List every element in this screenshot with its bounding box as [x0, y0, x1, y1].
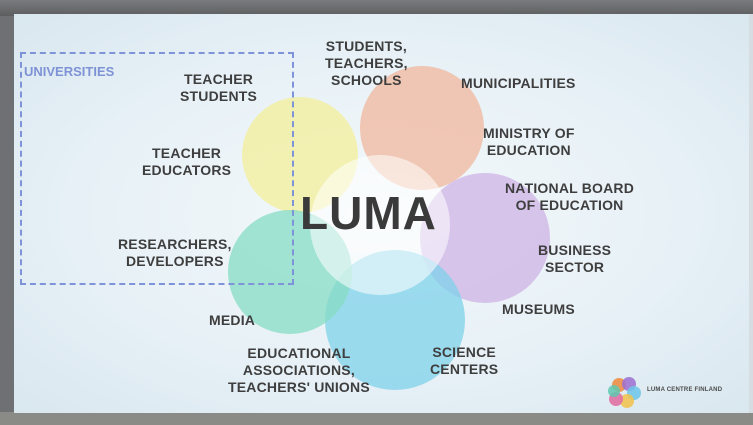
logo-dot — [620, 394, 634, 408]
node-media: MEDIA — [209, 312, 256, 328]
petal-purple — [420, 173, 550, 303]
node-ministry-of-education: MINISTRY OF EDUCATION — [483, 125, 575, 158]
petal-center-glow — [310, 155, 450, 295]
universities-group-box — [20, 52, 294, 285]
node-educational-associations: EDUCATIONAL ASSOCIATIONS, TEACHERS' UNIO… — [228, 345, 370, 395]
projector-frame-top — [0, 0, 753, 16]
luma-logo-icon — [608, 377, 641, 408]
node-science-centers: SCIENCE CENTERS — [430, 344, 499, 377]
node-national-board-of-education: NATIONAL BOARD OF EDUCATION — [505, 180, 635, 213]
logo-text: LUMA CENTRE FINLAND — [647, 387, 723, 393]
node-municipalities: MUNICIPALITIES — [461, 75, 576, 91]
petal-diagram — [228, 66, 550, 390]
node-business-sector: BUSINESS SECTOR — [538, 242, 612, 275]
node-researchers-developers: RESEARCHERS, DEVELOPERS — [118, 236, 232, 269]
node-teacher-educators: TEACHER EDUCATORS — [142, 145, 232, 178]
slide-edge — [747, 14, 753, 413]
node-students-teachers-schools: STUDENTS, TEACHERS, SCHOOLS — [325, 38, 408, 88]
slide: UNIVERSITIES LUMA STUDENTS, TEACHERS, SC… — [14, 14, 749, 413]
node-teacher-students: TEACHER STUDENTS — [180, 71, 258, 104]
node-museums: MUSEUMS — [502, 301, 575, 317]
center-label: LUMA — [300, 187, 437, 239]
universities-label: UNIVERSITIES — [24, 64, 115, 79]
projector-frame-bottom — [0, 412, 753, 425]
logo-dot — [608, 385, 620, 397]
